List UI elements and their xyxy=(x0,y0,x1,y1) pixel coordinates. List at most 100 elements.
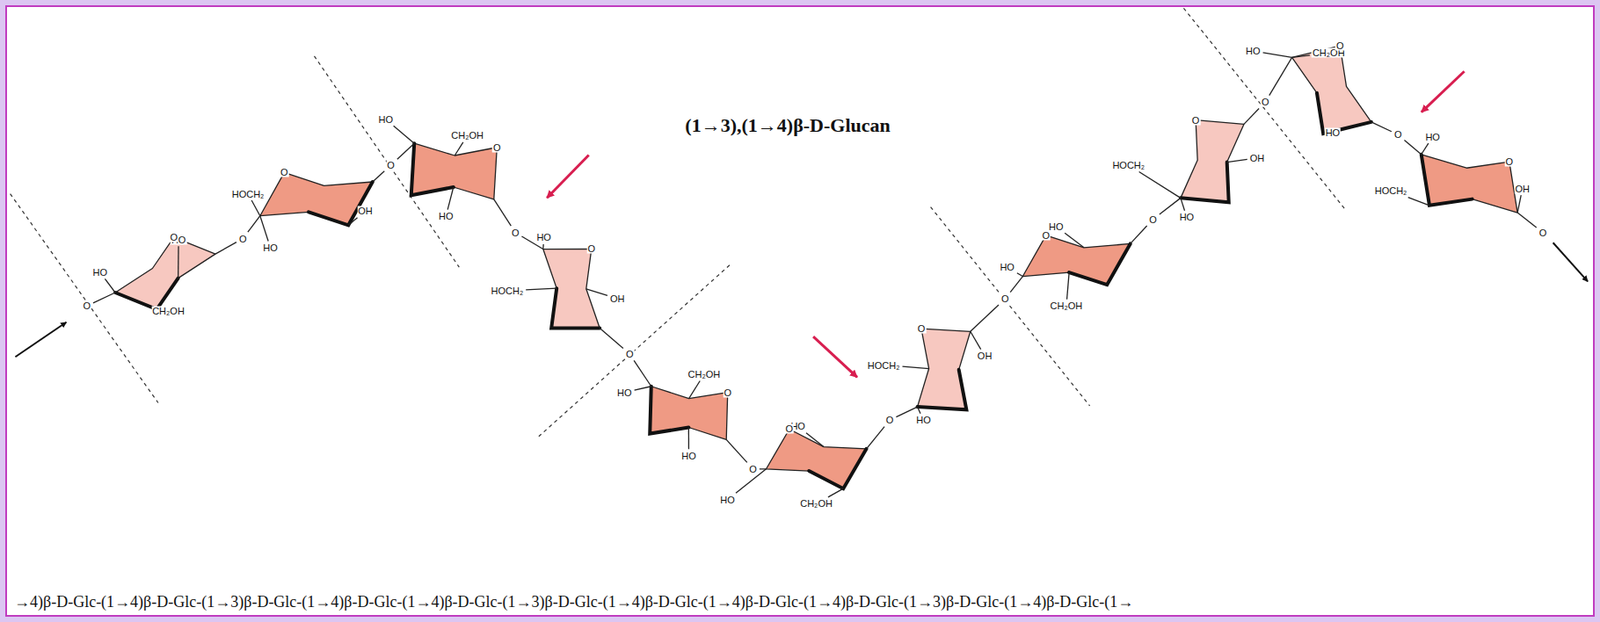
substituent-label: HO xyxy=(998,262,1016,273)
front-edge xyxy=(411,143,454,196)
bond-line xyxy=(177,246,180,278)
glycosidic-oxygen-label: O xyxy=(385,160,396,171)
bond-line xyxy=(726,439,748,463)
chair-ring xyxy=(917,328,971,410)
substituent-label: HO xyxy=(680,450,698,461)
bond-line xyxy=(917,407,921,415)
substituent-label: HOCH₂ xyxy=(866,360,902,371)
front-edge xyxy=(115,278,179,310)
chain-direction-arrow xyxy=(14,322,66,357)
bond-line xyxy=(1017,273,1023,277)
front-edge xyxy=(808,449,866,489)
bond-line xyxy=(688,428,690,451)
bond-line xyxy=(393,125,415,144)
chair-ring xyxy=(766,429,867,489)
glucose-ring xyxy=(1421,154,1518,213)
bond-line xyxy=(1180,197,1186,211)
substituent-label: HO xyxy=(92,267,110,277)
substituent-label: HO xyxy=(915,415,932,426)
bond-line xyxy=(1010,276,1023,293)
bond-line xyxy=(1403,139,1421,154)
chair-ring xyxy=(115,237,216,310)
bond-line xyxy=(215,242,237,255)
bond-line xyxy=(372,171,385,182)
bond-line xyxy=(586,289,608,297)
substituent-label: HO xyxy=(261,243,279,254)
bond-line xyxy=(689,380,701,399)
substituent-label: HO xyxy=(1324,127,1342,138)
bond-line xyxy=(1243,109,1259,125)
front-edge xyxy=(308,181,373,226)
bond-line xyxy=(348,218,357,226)
substituent-label: OH xyxy=(976,351,994,362)
substituent-label: OH xyxy=(1249,152,1266,163)
ring-oxygen-label: O xyxy=(1041,230,1052,240)
bond-line xyxy=(1517,212,1537,228)
substituent-label: CH₂OH xyxy=(1049,301,1084,312)
substituent-label: OH xyxy=(1514,183,1532,194)
bond-line xyxy=(525,288,557,291)
bond-line xyxy=(1139,172,1181,199)
bond-line xyxy=(542,244,545,250)
substituent-label: HO xyxy=(378,114,395,124)
front-edge xyxy=(1421,154,1473,206)
linkage-pointer-arrow xyxy=(546,154,590,198)
ring-oxygen-label: O xyxy=(1335,41,1346,51)
substituent-label: CH₂OH xyxy=(799,499,834,510)
bond-line xyxy=(1159,197,1181,215)
front-edge xyxy=(649,386,689,435)
glucose-ring xyxy=(917,328,971,410)
bond-line xyxy=(494,199,512,226)
substituent-label: HO xyxy=(719,494,736,505)
bond-line xyxy=(1408,197,1430,206)
glycosidic-oxygen-label: O xyxy=(81,301,92,312)
chair-ring xyxy=(1292,45,1372,134)
substituent-label: CH₂OH xyxy=(450,130,485,141)
bond-line xyxy=(895,407,917,418)
bond-line xyxy=(447,187,454,211)
front-edge xyxy=(1069,243,1131,285)
bond-line xyxy=(1130,225,1148,244)
bond-line xyxy=(397,143,415,160)
chain-direction-arrow xyxy=(1553,242,1588,282)
bond-line xyxy=(1269,57,1293,95)
bond-line xyxy=(247,216,261,233)
diagram-title: (1→3),(1→4)β-D-Glucan xyxy=(684,116,890,136)
ring-oxygen-label: O xyxy=(279,167,290,178)
bond-line xyxy=(806,433,824,448)
glycosidic-oxygen-label: O xyxy=(1538,227,1549,238)
bond-line xyxy=(1263,52,1293,58)
glycosidic-oxygen-label: O xyxy=(748,464,758,474)
bond-line xyxy=(1067,272,1070,300)
bond-line xyxy=(260,216,269,242)
glycosidic-oxygen-label: O xyxy=(625,349,635,359)
substituent-label: CH₂OH xyxy=(151,306,186,317)
bond-line xyxy=(93,292,116,304)
bond-line xyxy=(866,427,885,450)
front-edge xyxy=(551,288,600,328)
glucose-ring xyxy=(1292,45,1372,134)
glycosidic-oxygen-label: O xyxy=(238,233,248,244)
substituent-label: HOCH₂ xyxy=(1111,160,1146,171)
bond-line xyxy=(970,305,999,332)
substituent-label: HO xyxy=(1424,131,1441,142)
substituent-label: OH xyxy=(609,294,626,305)
bond-line xyxy=(633,360,652,386)
bond-line xyxy=(970,331,982,350)
ring-oxygen-label: O xyxy=(916,324,927,335)
glucose-ring xyxy=(766,429,867,489)
front-edge xyxy=(1180,162,1230,204)
ring-oxygen-label: O xyxy=(785,424,795,435)
linkage-pointer-arrow xyxy=(1421,71,1465,112)
chair-ring xyxy=(1022,235,1130,285)
bond-line xyxy=(104,278,116,293)
substituent-label: HO xyxy=(1178,212,1196,223)
substituent-label: HO xyxy=(437,211,455,222)
bond-line xyxy=(454,142,464,156)
bond-line xyxy=(1517,195,1521,213)
linkage-pointer-arrow xyxy=(813,336,858,378)
chair-ring xyxy=(411,143,498,200)
bond-line xyxy=(251,200,261,217)
glucose-ring xyxy=(411,143,498,200)
bond-line xyxy=(599,327,624,349)
